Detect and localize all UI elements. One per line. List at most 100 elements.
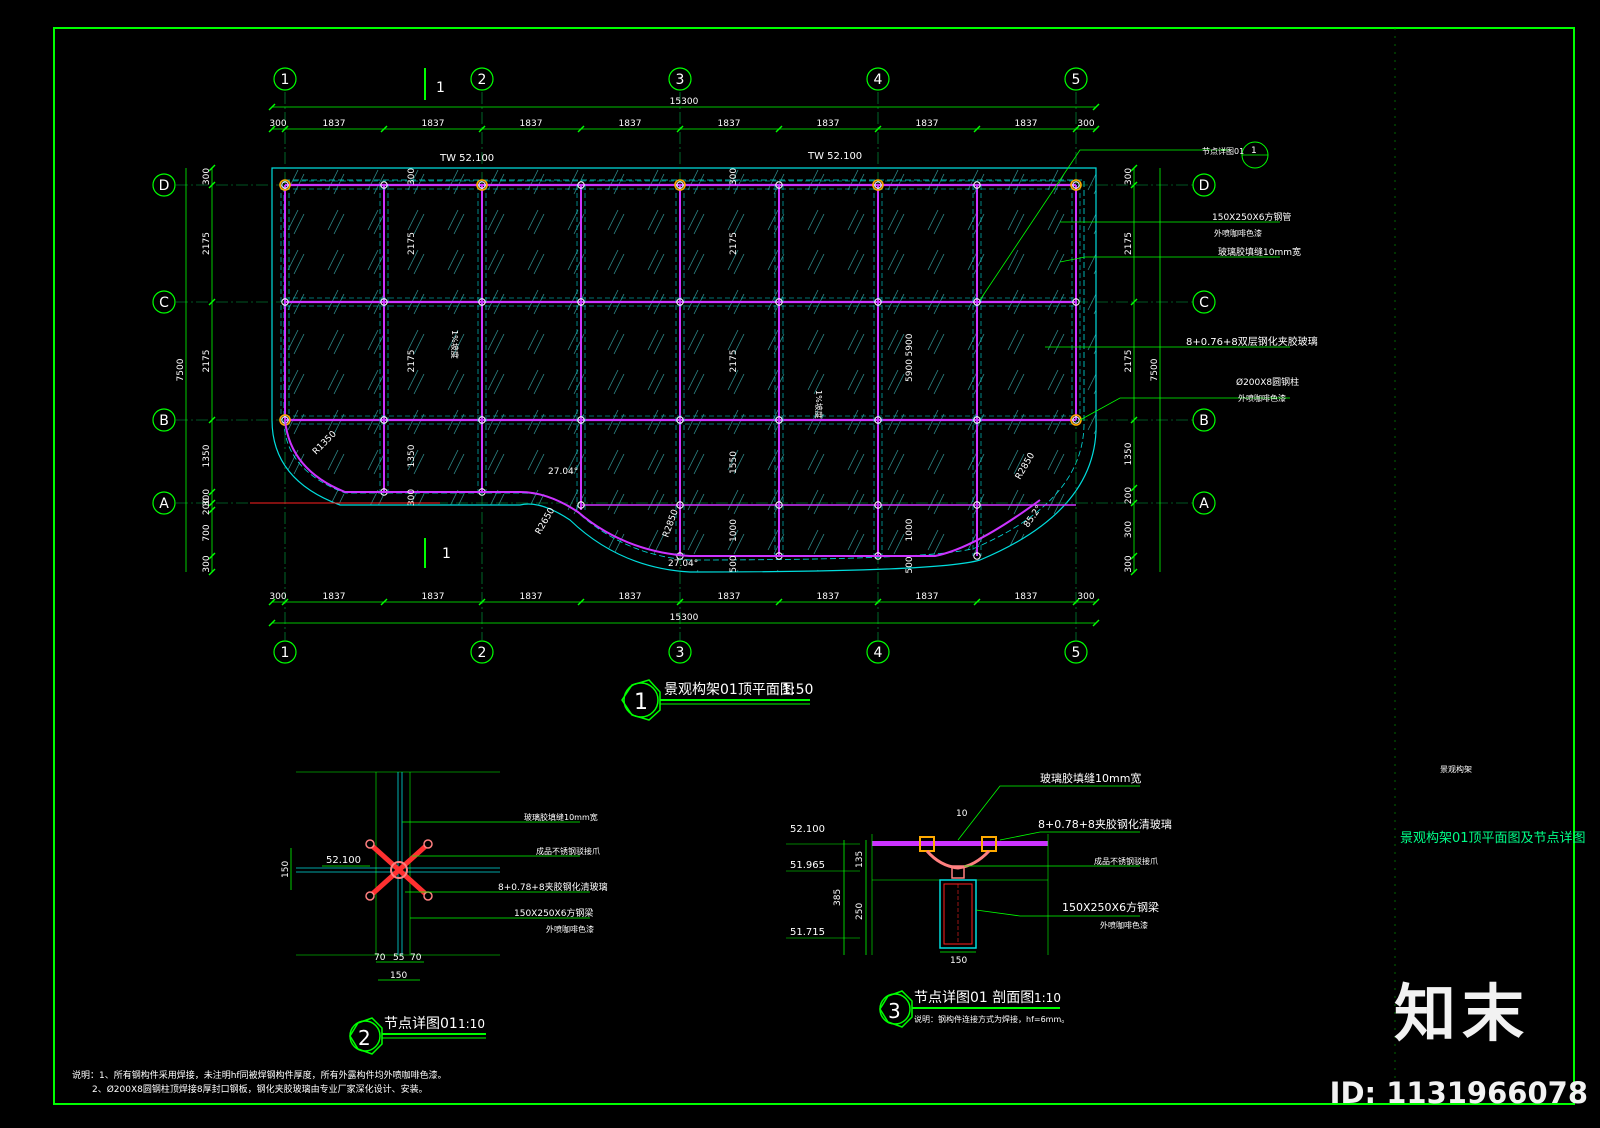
title-block-sheet-title: 景观构架01顶平面图及节点详图 [1400,831,1586,846]
grid-bubble-left-B: B [152,408,176,432]
grid-bubble-right-B: B [1192,408,1216,432]
beam-node [874,298,882,306]
svg-text:1837: 1837 [817,592,840,602]
slope-label-1: 1%坡度 [450,330,460,359]
steel-column [872,179,884,191]
svg-text:300: 300 [1124,521,1134,538]
grid-bubble-top-4: 4 [866,67,890,91]
svg-text:300: 300 [729,168,739,185]
svg-text:4: 4 [874,72,883,88]
beam-node [380,416,388,424]
steel-column [1070,414,1082,426]
grid-bubble-bottom-3: 3 [668,640,692,664]
beam-node [281,298,289,306]
svg-text:1837: 1837 [422,119,445,129]
svg-text:300: 300 [202,489,212,506]
beam-node [281,181,289,189]
d3-level-top: 52.100 [790,824,825,835]
dimension-lines [185,103,1161,627]
grid-bubble-right-D: D [1192,173,1216,197]
svg-text:5900: 5900 [905,333,915,356]
svg-text:2175: 2175 [202,350,212,373]
steel-column [674,179,686,191]
svg-text:1350: 1350 [1124,442,1134,465]
beam-node [775,181,783,189]
beam-node [973,298,981,306]
d3-steel-beam [939,879,977,949]
svg-text:300: 300 [202,168,212,185]
slope-label-2: 1%坡度 [814,390,824,419]
svg-text:1837: 1837 [718,119,741,129]
d3-dim-385: 385 [833,889,843,906]
grid-bubble-bottom-4: 4 [866,640,890,664]
plan-callouts [979,149,1290,421]
svg-text:2175: 2175 [1124,350,1134,373]
svg-text:3: 3 [676,72,685,88]
svg-text:300: 300 [407,168,417,185]
beam-node [478,416,486,424]
beam-node [775,298,783,306]
beam-node [775,416,783,424]
svg-text:15300: 15300 [670,613,699,623]
beam-node [676,181,684,189]
section-mark-top-label: 1 [436,80,445,96]
beam-node [380,181,388,189]
svg-text:1: 1 [281,72,290,88]
plan-title-number: 1 [634,690,648,715]
svg-text:1837: 1837 [619,119,642,129]
plan-title: 景观构架01顶平面图 [664,682,794,698]
beam-node [874,181,882,189]
svg-text:1837: 1837 [619,592,642,602]
svg-text:2175: 2175 [202,232,212,255]
beam-node [973,416,981,424]
svg-text:2175: 2175 [407,232,417,255]
beam-node [1072,416,1080,424]
note-line-1: 说明：1、所有钢构件采用焊接，未注明hf同被焊钢构件厚度，所有外露构件均外喷咖啡… [72,1069,447,1081]
svg-text:1837: 1837 [323,119,346,129]
d2-callout-paint: 外喷咖啡色漆 [546,924,594,934]
svg-text:1837: 1837 [520,592,543,602]
svg-text:1350: 1350 [407,444,417,467]
d2-callout-beam: 150X250X6方钢梁 [514,907,593,919]
svg-text:1837: 1837 [817,119,840,129]
steel-column [1070,179,1082,191]
d3-callout-paint: 外喷咖啡色漆 [1100,920,1148,930]
dimension-texts: 15300 15300 300 300 1837 1837 1837 1837 1837 1837… [176,97,1160,623]
glass-inner-outline [283,179,1085,561]
svg-text:1837: 1837 [323,592,346,602]
d2-dim-height: 150 [281,861,291,878]
d3-title-number: 3 [888,999,901,1023]
beam-node [380,298,388,306]
d2-level: 52.100 [326,855,361,866]
d2-callout-spider: 成品不锈钢驳接爪 [536,846,600,856]
title-block-project: 景观构架 [1440,764,1472,774]
detail-3: 52.100 51.965 51.715 10 135 385 250 150 … [786,771,1172,1028]
svg-text:1837: 1837 [1015,119,1038,129]
curved-edge-beam [284,419,1041,557]
d3-callout-sealant: 玻璃胶填缝10mm宽 [1040,771,1141,785]
d3-callout-spider: 成品不锈钢驳接爪 [1094,856,1158,866]
svg-text:300: 300 [269,119,286,129]
d2-callout-glass: 8+0.78+8夹胶钢化清玻璃 [498,881,608,893]
d3-glass-strip [872,841,1048,846]
svg-text:300: 300 [1077,119,1094,129]
svg-text:15300: 15300 [670,97,699,107]
d3-level-bot: 51.715 [790,927,825,938]
steel-column [476,179,488,191]
note-line-2: 2、Ø200X8圆钢柱顶焊接8厚封口钢板，钢化夹胶玻璃由专业厂家深化设计、安装。 [92,1083,428,1095]
svg-text:1: 1 [281,645,290,661]
callout-node-detail: 节点详图01 [1202,146,1244,156]
svg-text:5: 5 [1072,72,1081,88]
d3-scale: 1:10 [1034,991,1061,1005]
svg-text:C: C [159,295,169,311]
svg-text:1837: 1837 [718,592,741,602]
grid-bubble-left-C: C [152,290,176,314]
svg-text:2: 2 [478,72,487,88]
svg-text:700: 700 [202,524,212,541]
callout-glass: 8+0.76+8双层钢化夹胶玻璃 [1186,335,1318,348]
svg-text:7500: 7500 [176,358,186,381]
callout-sealant: 玻璃胶填缝10mm宽 [1218,246,1301,258]
